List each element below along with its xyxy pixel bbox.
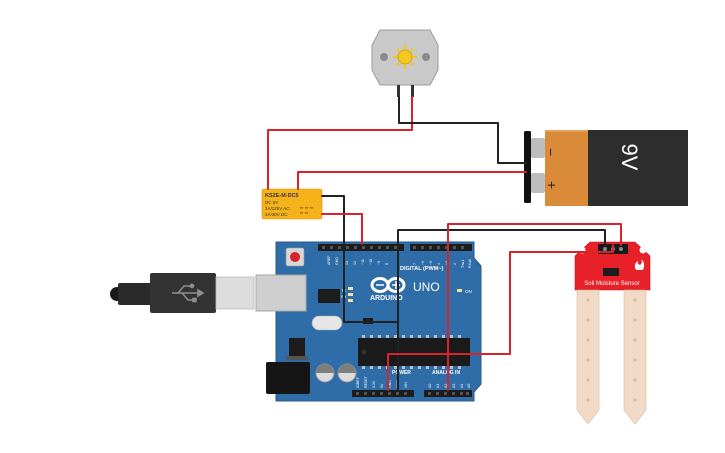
sensor-label-soil: Soil — [584, 281, 594, 287]
pin-label-power: 5V — [380, 383, 384, 388]
wire-red[interactable] — [297, 171, 527, 190]
usb-cable[interactable] — [110, 273, 255, 313]
pin-label-digital: 12 — [353, 261, 357, 265]
brand-label: ARDUINO — [370, 295, 403, 302]
pin-label-analog: A4 — [460, 384, 464, 388]
relay-spec-1: DC 5V — [265, 200, 278, 205]
wire-red[interactable] — [267, 96, 413, 190]
capacitor — [337, 363, 357, 383]
motor-shaft-icon — [393, 45, 417, 69]
sensor-label-moisture: Moisture — [596, 281, 620, 287]
pin-label-digital: ~9 — [377, 261, 381, 265]
pin-label-digital: 2 — [453, 263, 457, 265]
wire-black[interactable] — [397, 229, 606, 323]
pin-label-digital: 4 — [437, 263, 441, 265]
pin-label-analog: A2 — [444, 384, 448, 388]
battery-9v[interactable]: − + 9V — [524, 130, 688, 206]
pin-label-power: RESET — [364, 375, 368, 388]
pin-label-analog: A5 — [467, 384, 471, 388]
sensor-label-sensor: Sensor — [621, 281, 640, 287]
pin-label-analog: A1 — [436, 384, 440, 388]
capacitor — [315, 363, 335, 383]
pin-label-digital: ~11 — [361, 259, 365, 265]
pin-label-digital: TX▸1 — [461, 260, 465, 268]
soil-moisture-sensor[interactable]: Soil Moisture Sensor — [574, 241, 651, 425]
sensor-label: Soil Moisture Sensor — [584, 281, 639, 287]
wire-red[interactable] — [321, 213, 363, 245]
pin-label-power: IOREF — [356, 376, 360, 388]
wire-red[interactable] — [387, 244, 614, 391]
arduino-logo-icon — [370, 277, 406, 293]
battery-plus-label: + — [544, 181, 560, 189]
on-led-label: ON — [465, 289, 472, 294]
pin-label-digital: ~5 — [429, 261, 433, 265]
pin-label-power: VIN — [404, 382, 408, 388]
usb-icon — [172, 283, 205, 303]
relay-spec-3: 2A/30V DC — [265, 212, 288, 217]
pin-label-digital: ~10 — [369, 259, 373, 265]
digital-header-label: DIGITAL (PWM~) — [400, 266, 444, 272]
relay-model-label: KS2E-M-DC5 — [265, 193, 299, 199]
pin-label-analog: A0 — [428, 384, 432, 388]
pin-label-digital: 13 — [345, 261, 349, 265]
dc-motor[interactable] — [371, 29, 439, 97]
pin-label-power: 3.3V — [372, 380, 376, 388]
power-header-label: POWER — [392, 370, 411, 376]
reset-button[interactable] — [285, 247, 305, 267]
pin-label-digital: RX◂0 — [468, 259, 472, 268]
pin-label-digital: 7 — [413, 263, 417, 265]
wire-red[interactable] — [447, 223, 622, 391]
model-label: UNO — [413, 280, 440, 294]
pin-label-aref: AREF — [327, 255, 331, 265]
relay[interactable]: KS2E-M-DC5 DC 5V 1A/125V AC 2A/30V DC — [261, 188, 323, 220]
battery-voltage-label: 9V — [617, 144, 642, 171]
analog-header-label: ANALOG IN — [432, 370, 460, 376]
battery-minus-label: − — [543, 148, 559, 156]
sparkfun-flame-icon — [634, 259, 645, 270]
pin-label-digital: 8 — [385, 263, 389, 265]
wire-black[interactable] — [321, 195, 399, 391]
relay-spec-2: 1A/125V AC — [265, 206, 290, 211]
pin-label-analog: A3 — [452, 384, 456, 388]
pin-label-digital: ~6 — [421, 261, 425, 265]
pin-label-power: GND — [388, 380, 392, 388]
pin-label-gnd: GND — [335, 257, 339, 265]
wire-black[interactable] — [398, 96, 527, 164]
